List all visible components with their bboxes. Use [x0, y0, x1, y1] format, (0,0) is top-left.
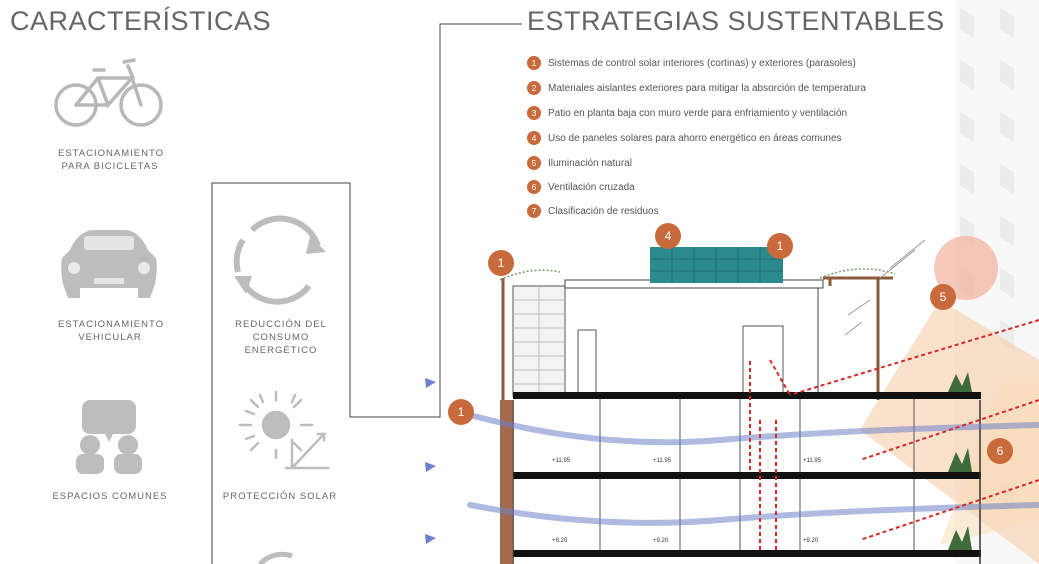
partial-icon-bottom: [258, 551, 293, 564]
feature-label-line: ESPACIOS COMUNES: [52, 491, 168, 502]
level-mark: +9.20: [653, 538, 669, 544]
strategy-text: Patio en planta baja con muro verde para…: [548, 107, 848, 119]
feature-label-line: VEHICULAR: [78, 332, 142, 343]
strategy-number: 5: [527, 156, 541, 170]
callout-solar-control-left: 1: [488, 250, 514, 276]
people-chat-icon: [76, 400, 142, 474]
sun-ray-arrows: [844, 239, 926, 336]
feature-label-line: ESTACIONAMIENTO: [58, 319, 164, 330]
strategy-item: 2 Materiales aislantes exteriores para mi…: [527, 80, 866, 96]
strategy-text: Materiales aislantes exteriores para mit…: [548, 82, 866, 94]
feature-label-line: ENERGÉTICO: [244, 345, 318, 356]
feature-label-vehicles: ESTACIONAMIENTO VEHICULAR: [58, 318, 164, 344]
level-mark: +11.95: [653, 458, 672, 464]
strategy-text: Uso de paneles solares para ahorro energ…: [548, 132, 842, 144]
feature-label-line: ESTACIONAMIENTO: [58, 148, 164, 159]
wind-arrow-markers: [425, 378, 436, 544]
right-title: ESTRATEGIAS SUSTENTABLES: [527, 6, 945, 36]
callout-solar-panels: 4: [655, 223, 681, 249]
strategy-number: 4: [527, 131, 541, 145]
strategy-number: 7: [527, 204, 541, 218]
wind-flow: [467, 412, 1039, 526]
feature-label-line: PROTECCIÓN SOLAR: [222, 491, 338, 502]
recycle-arrowheads: [234, 236, 326, 294]
strategy-text: Sistemas de control solar interiores (co…: [548, 57, 856, 69]
building-section: [425, 236, 1039, 564]
bicycle-icon: [54, 58, 163, 127]
feature-label-common-spaces: ESPACIOS COMUNES: [50, 490, 170, 503]
strategy-item: 6 Ventilación cruzada: [527, 179, 635, 195]
callout-natural-light: 5: [930, 284, 956, 310]
strategy-text: Iluminación natural: [548, 157, 632, 169]
strategy-number: 3: [527, 106, 541, 120]
feature-label-line: REDUCCIÓN DEL: [235, 319, 327, 330]
strategy-item: 3 Patio en planta baja con muro verde par…: [527, 105, 847, 121]
strategy-number: 6: [527, 180, 541, 194]
strategy-item: 5 Iluminación natural: [527, 155, 632, 171]
feature-label-line: PARA BICICLETAS: [61, 161, 159, 172]
callout-cross-ventilation: 6: [987, 438, 1013, 464]
strategy-text: Ventilación cruzada: [548, 181, 635, 193]
callout-solar-control-facade: 1: [448, 399, 474, 425]
feature-label-energy: REDUCCIÓN DEL CONSUMO ENERGÉTICO: [226, 318, 336, 357]
strategy-item: 7 Clasificación de residuos: [527, 203, 659, 219]
sun-glow: [934, 236, 998, 300]
strategy-item: 4 Uso de paneles solares para ahorro ener…: [527, 130, 842, 146]
level-mark: +11.95: [803, 458, 822, 464]
feature-label-line: CONSUMO: [252, 332, 310, 343]
strategy-text: Clasificación de residuos: [548, 205, 659, 217]
feature-label-solar-protection: PROTECCIÓN SOLAR: [220, 490, 340, 503]
level-mark: +11.95: [552, 458, 571, 464]
strategy-number: 1: [527, 56, 541, 70]
feature-label-bicycles: ESTACIONAMIENTO PARA BICICLETAS: [58, 147, 164, 173]
car-icon: [61, 230, 157, 298]
features-frame: [211, 23, 522, 564]
strategy-item: 1 Sistemas de control solar interiores (c…: [527, 55, 856, 71]
leader-lines: [211, 23, 522, 564]
recycle-arrows-icon: [233, 215, 321, 305]
left-title: CARACTERÍSTICAS: [10, 6, 272, 36]
strategy-number: 2: [527, 81, 541, 95]
solar-panels: [650, 247, 783, 283]
callout-solar-control-roof: 1: [767, 233, 793, 259]
ventilation-arrows: [749, 319, 1039, 550]
level-mark: +9.20: [552, 538, 568, 544]
green-wall-plants: [948, 372, 972, 550]
level-mark: +9.20: [803, 538, 819, 544]
sun-protection-icon: [238, 390, 330, 470]
